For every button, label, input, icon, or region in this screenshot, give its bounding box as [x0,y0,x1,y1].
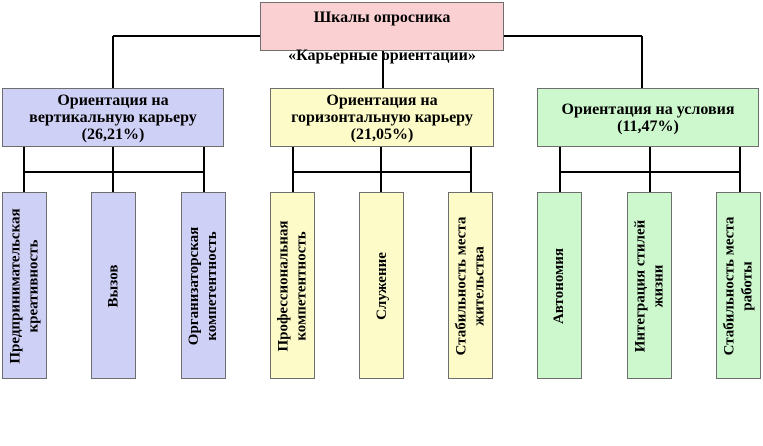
scale-label: Организаторская компетентность [186,226,222,344]
category-horizontal-career: Ориентация на горизонтальную карьеру (21… [270,88,494,147]
category-label-line: вертикальную карьеру [29,109,197,126]
scale-managerial-competence: Организаторская компетентность [181,192,226,379]
category-label-line: (26,21%) [81,126,145,143]
scale-label-line: Стабильность места [721,216,738,355]
scale-label-line: жизни [650,264,667,307]
root-label-line-1: Шкалы опросника [313,8,451,26]
scale-autonomy: Автономия [537,192,582,379]
scale-label: Стабильность места жительства [453,216,489,355]
category-label-line: Ориентация на условия [561,100,735,118]
scale-label-line: жительства [471,245,488,326]
scale-entrepreneurial-creativity: Предпринимательская креативность [2,192,47,379]
scale-label-line: Организаторская [186,226,203,345]
scale-label-line: компетентность [204,230,221,341]
scale-label-line: Служение [373,251,390,320]
root-node: Шкалы опросника «Карьерные ориентации» [260,2,504,64]
scale-label: Автономия [551,247,569,323]
scale-label-line: Предпринимательская [7,207,24,364]
scale-label: Вызов [104,264,122,307]
scale-label-line: компетентность [293,230,310,341]
root-label-line-2: «Карьерные ориентации» [288,46,476,64]
category-label-line: Ориентация на [57,92,169,109]
scale-label-line: Профессиональная [275,219,292,352]
scale-label: Интеграция стилей жизни [632,219,668,352]
scale-label: Стабильность места работы [721,216,757,355]
category-label-line: (21,05%) [350,126,414,143]
scale-label: Служение [373,252,391,320]
scale-label-line: Стабильность места [453,216,470,355]
scale-label-line: Интеграция стилей [632,219,649,352]
scale-label-line: Автономия [551,247,568,324]
scale-label: Предпринимательская креативность [7,208,43,363]
scale-residence-stability: Стабильность места жительства [448,192,493,379]
scale-service: Служение [359,192,404,379]
scale-lifestyle-integration: Интеграция стилей жизни [627,192,672,379]
scale-challenge: Вызов [91,192,136,379]
scale-job-stability: Стабильность места работы [716,192,761,379]
category-label: Ориентация на вертикальную карьеру (26,2… [29,92,197,143]
scale-label: Профессиональная компетентность [275,220,311,351]
category-conditions: Ориентация на условия (11,47%) [537,88,759,147]
scale-label-line: креативность [25,239,42,332]
category-label-line: (11,47%) [617,117,679,135]
root-label: Шкалы опросника «Карьерные ориентации» [288,0,476,65]
scale-label-line: работы [739,260,756,311]
category-label: Ориентация на условия (11,47%) [562,101,735,135]
category-vertical-career: Ориентация на вертикальную карьеру (26,2… [2,88,224,147]
category-label: Ориентация на горизонтальную карьеру (21… [291,92,473,143]
category-label-line: Ориентация на [326,92,438,109]
scale-label-line: Вызов [105,264,122,307]
scale-professional-competence: Профессиональная компетентность [270,192,315,379]
category-label-line: горизонтальную карьеру [291,109,473,126]
